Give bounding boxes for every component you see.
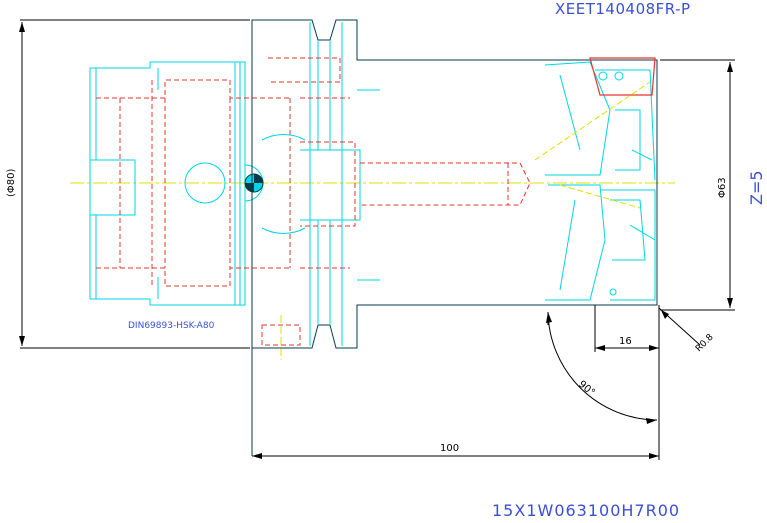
shank-diameter-dim: (Φ80)	[6, 169, 17, 197]
cutter-head	[544, 61, 656, 301]
flange-hidden-lines	[261, 57, 531, 346]
dimension-lines	[20, 19, 735, 460]
insert-axis	[534, 81, 651, 161]
corner-radius-dim: R0.8	[694, 332, 716, 354]
flange-outline-cyan	[261, 22, 380, 346]
lead-angle-dim: 90°	[576, 379, 597, 399]
dimension-arrows	[19, 22, 733, 459]
hsk-shank	[89, 61, 264, 306]
insert-code: XEET140408FR-P	[555, 0, 691, 18]
flange	[251, 19, 658, 456]
standard-label: DIN69893-HSK-A80	[128, 321, 215, 331]
center-mark-quadrant	[254, 174, 263, 183]
insert	[589, 57, 656, 96]
length-dim: 100	[440, 443, 459, 454]
tool-code: 15X1W063100H7R00	[492, 501, 680, 520]
flutes-label: Z=5	[747, 170, 766, 205]
shank-hidden-lines	[96, 79, 291, 287]
insert-axis-lower	[559, 184, 641, 209]
center-mark-quadrant	[245, 183, 254, 192]
cutter-diameter-dim: Φ63	[717, 177, 728, 198]
depth-dim: 16	[619, 336, 632, 347]
